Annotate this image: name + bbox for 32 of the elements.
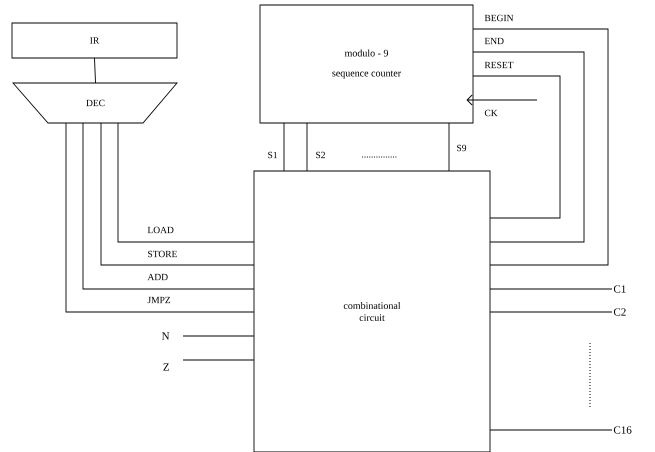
edge-label: LOAD	[146, 226, 175, 234]
connector-line	[473, 76, 560, 218]
connector-line	[118, 123, 254, 242]
connector-line	[448, 123, 450, 171]
connector-line	[490, 288, 612, 290]
signal-label: Z	[163, 363, 169, 371]
edge-label: BEGIN	[483, 14, 514, 22]
edge-label: S2	[314, 150, 326, 160]
edge-label: S1	[266, 150, 279, 160]
connector-line	[473, 52, 584, 242]
connector-line	[306, 123, 308, 171]
edge-label: S9	[455, 144, 468, 152]
edge-label: ADD	[146, 272, 170, 282]
connector-line	[82, 123, 254, 290]
connector-line	[100, 123, 254, 266]
counter-box: modulo - 9 sequence counter	[260, 4, 474, 124]
connector-line	[466, 94, 538, 106]
connector-line	[473, 28, 608, 266]
connector-line	[94, 58, 96, 83]
connector-line	[66, 123, 254, 312]
ellipsis-dots: ...............	[362, 156, 396, 158]
edge-label: JMPZ	[146, 296, 172, 304]
edge-label: END	[483, 36, 505, 46]
signal-label: C16	[614, 426, 632, 434]
register-box: IR	[12, 22, 178, 58]
edge-label: CK	[483, 108, 499, 118]
signal-label: C1	[614, 285, 626, 293]
circuit-box: combinational circuit	[254, 170, 490, 452]
signal-label: C2	[614, 308, 626, 316]
edge-label: STORE	[146, 250, 178, 258]
edge-label: RESET	[483, 60, 514, 70]
signal-label: N	[162, 332, 170, 340]
